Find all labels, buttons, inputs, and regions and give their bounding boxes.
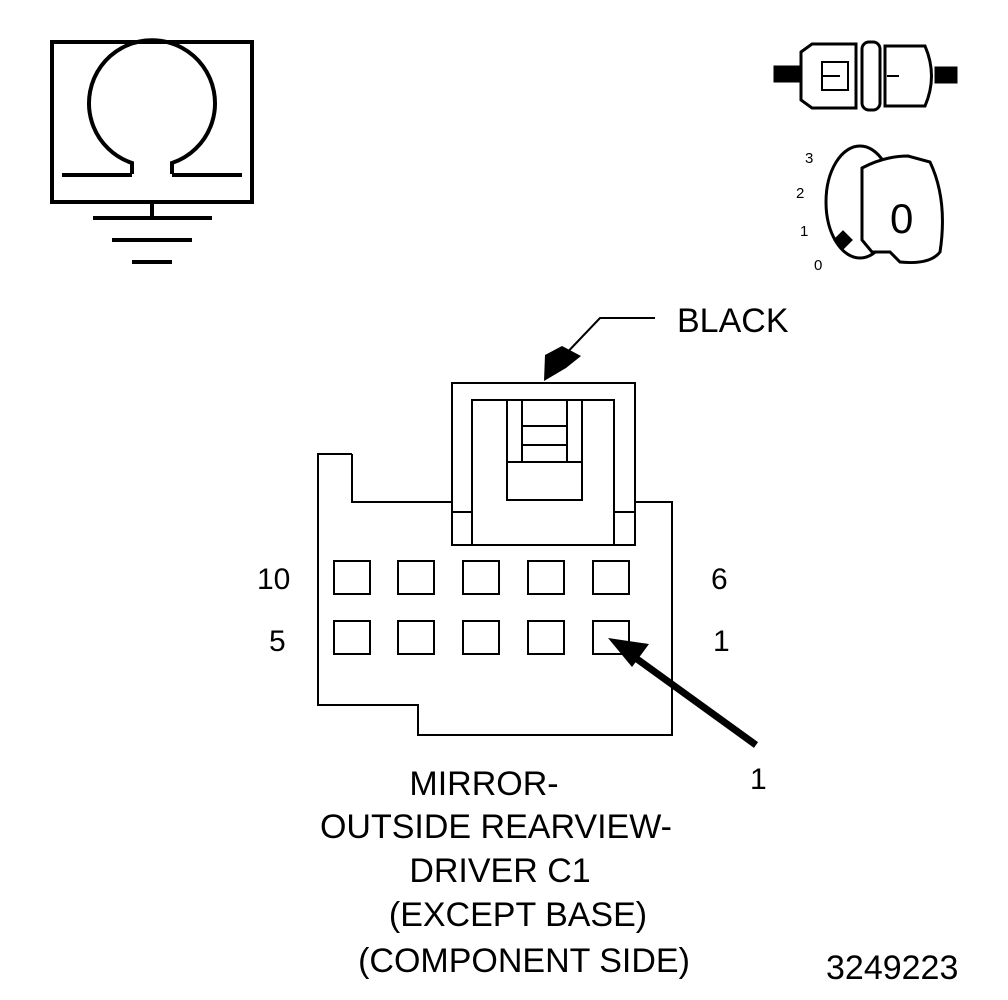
pin-label-top-left: 10 (257, 563, 290, 596)
connector-disconnect-icon (773, 40, 958, 112)
pin-cavity-7 (527, 560, 565, 595)
ohmmeter-ground-icon (50, 38, 254, 264)
pin-cavity-5 (333, 620, 371, 655)
ignition-key-label: 0 (890, 195, 913, 242)
connector-body (317, 382, 673, 736)
callout-number: 1 (750, 763, 767, 796)
ignition-pos-0: 0 (814, 257, 822, 274)
ignition-key-icon: 3 2 1 0 0 (796, 144, 944, 274)
ignition-pos-2: 2 (796, 185, 804, 202)
caption-line-5: (COMPONENT SIDE) (358, 942, 690, 980)
pin-cavity-6 (592, 560, 630, 595)
caption-line-2: OUTSIDE REARVIEW- (320, 808, 672, 846)
ignition-pos-1: 1 (800, 223, 808, 240)
pin-cavity-8 (462, 560, 500, 595)
caption-line-3: DRIVER C1 (409, 852, 590, 890)
pin-cavity-10 (333, 560, 371, 595)
connector-color-label: BLACK (677, 302, 789, 340)
caption-line-1: MIRROR- (409, 765, 558, 803)
figure-number: 3249223 (826, 949, 958, 987)
color-callout (544, 317, 655, 381)
callout-arrow (608, 638, 759, 748)
pin-label-bottom-right: 1 (713, 625, 730, 658)
pin-cavity-2 (527, 620, 565, 655)
connector-caption: MIRROR- OUTSIDE REARVIEW- DRIVER C1 (EXC… (320, 765, 690, 980)
pin-cavity-3 (462, 620, 500, 655)
pin-cavity-9 (397, 560, 435, 595)
pin-grid (333, 560, 630, 655)
pin-label-bottom-left: 5 (269, 625, 286, 658)
caption-line-4: (EXCEPT BASE) (389, 896, 647, 934)
pin-label-top-right: 6 (711, 563, 728, 596)
pin-cavity-4 (397, 620, 435, 655)
ignition-pos-3: 3 (805, 150, 813, 167)
pin-cavity-1 (592, 620, 630, 655)
